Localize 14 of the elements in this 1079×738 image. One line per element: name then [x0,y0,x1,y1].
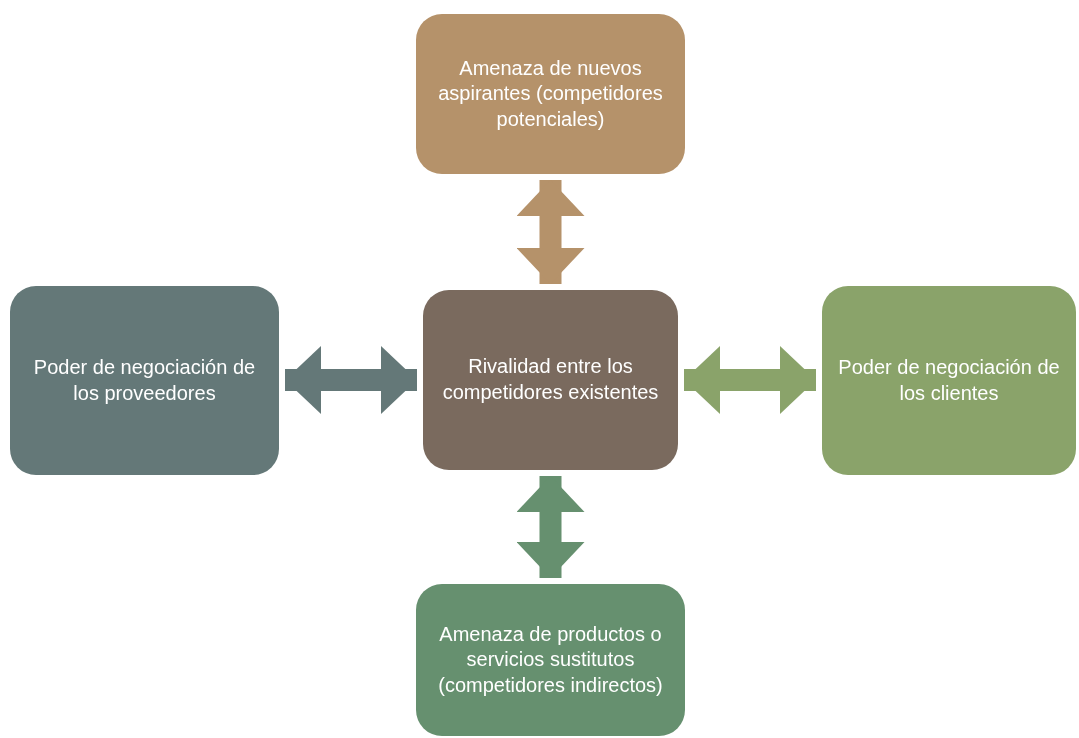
rounded-box [10,286,279,475]
box-label: Amenaza de productos o servicios sustitutos (competidores indirectos) [437,621,664,698]
double-arrow [516,180,585,284]
rounded-box [416,584,685,736]
double-arrow [516,476,585,578]
box-label: Poder de negociación de los proveedores [32,354,257,406]
double-arrow [285,346,417,414]
box-label: Amenaza de nuevos aspirantes (competidores potenciales) [437,55,664,132]
double-arrow [684,346,816,414]
rounded-box [416,14,685,174]
box-label: Rivalidad entre los competidores existentes [441,354,660,405]
box-label: Poder de negociación de los clientes [837,354,1061,406]
rounded-box [423,290,678,470]
rounded-box [822,286,1076,475]
